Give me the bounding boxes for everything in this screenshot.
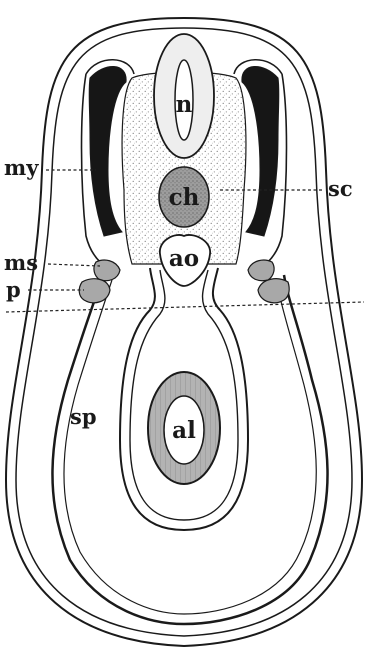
myotome-right (242, 66, 279, 236)
label-n: n (176, 91, 193, 118)
pronephros-left (79, 279, 110, 303)
label-my: my (4, 155, 39, 180)
myotome-left (89, 66, 126, 236)
label-p: p (6, 277, 21, 302)
label-ch: ch (169, 184, 200, 211)
mesomere-right (248, 260, 274, 281)
label-sc: sc (328, 176, 353, 201)
label-sp: sp (70, 404, 97, 429)
label-ao: ao (169, 245, 199, 272)
horizontal-dashed-line (6, 302, 364, 312)
leader-ms (48, 264, 100, 266)
label-ms: ms (4, 250, 38, 275)
pronephros-right (258, 279, 289, 303)
label-al: al (172, 417, 196, 444)
mesomere-left (94, 260, 120, 281)
